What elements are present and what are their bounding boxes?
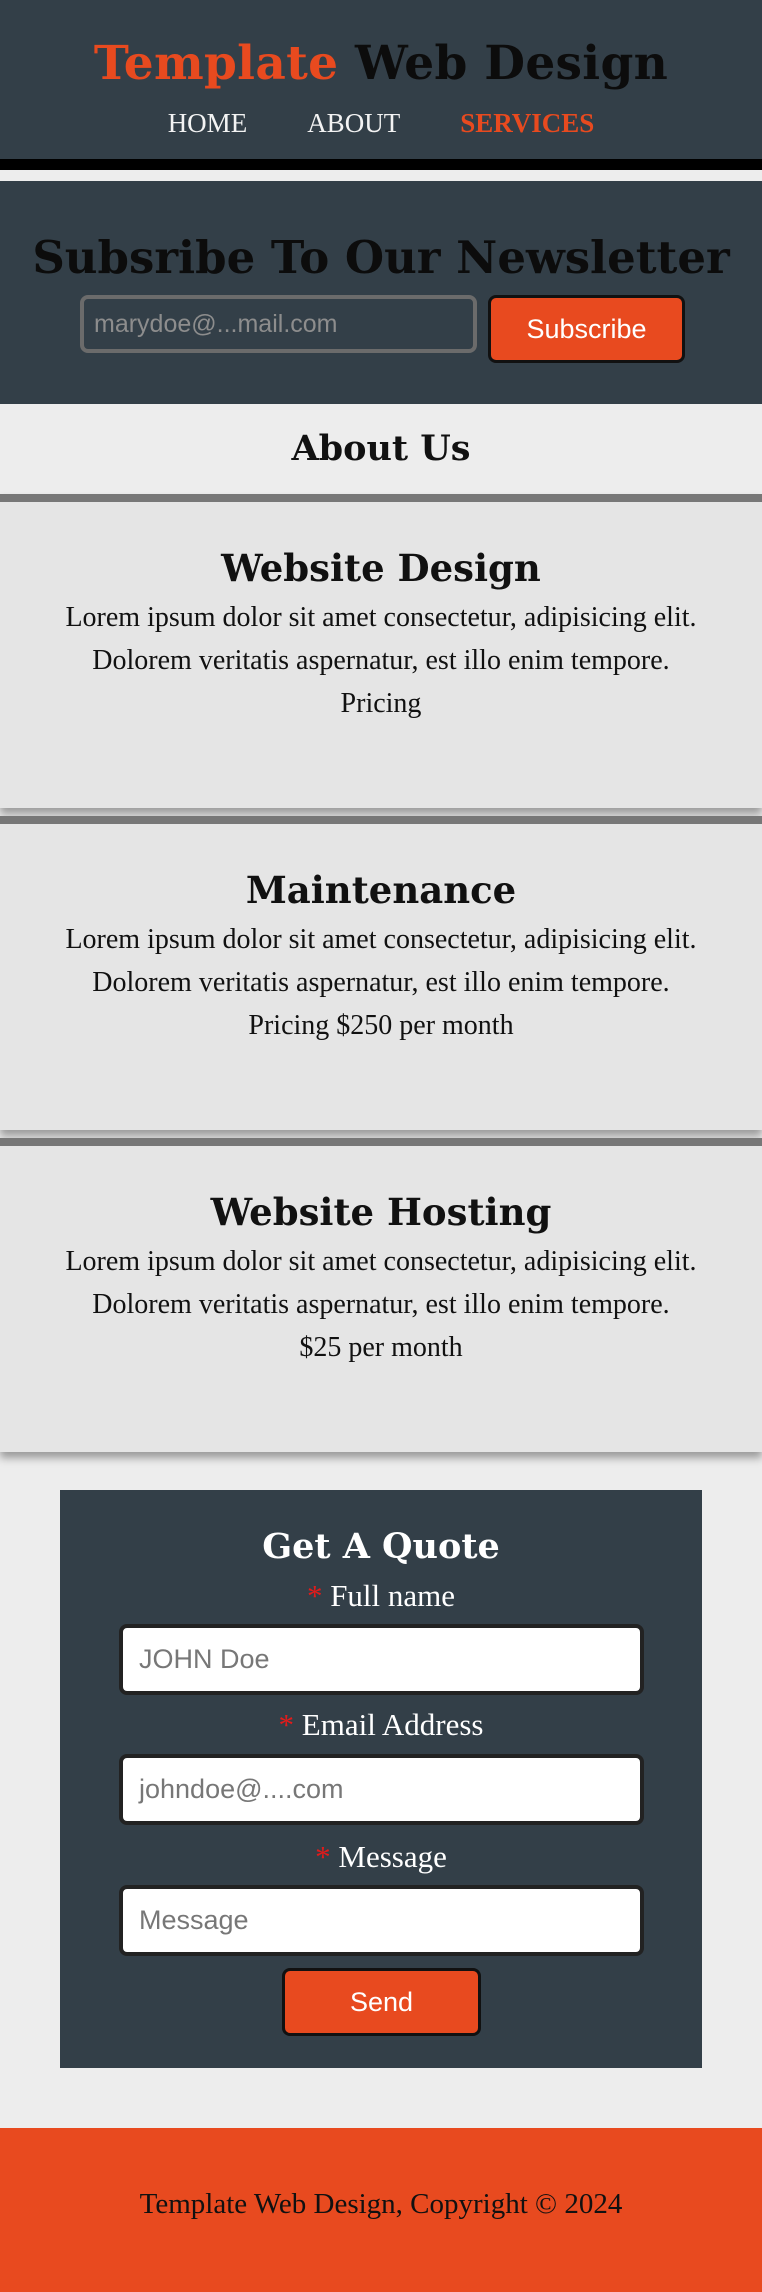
nav-home[interactable]: HOME — [167, 108, 248, 138]
required-mark: * — [278, 1707, 295, 1742]
subscribe-button[interactable]: Subscribe — [488, 295, 685, 363]
service-card-website-design: Website Design Lorem ipsum dolor sit ame… — [0, 494, 762, 808]
service-card-maintenance: Maintenance Lorem ipsum dolor sit amet c… — [0, 816, 762, 1130]
newsletter-section: Subsribe To Our Newsletter marydoe@...ma… — [0, 181, 762, 404]
newsletter-title: Subsribe To Our Newsletter — [32, 231, 730, 284]
service-card-website-hosting: Website Hosting Lorem ipsum dolor sit am… — [0, 1138, 762, 1452]
fullname-input[interactable]: JOHN Doe — [119, 1624, 644, 1695]
nav-about[interactable]: ABOUT — [307, 108, 401, 138]
nav-services[interactable]: SERVICES — [460, 108, 595, 138]
card-text: Lorem ipsum dolor sit amet consectetur, … — [65, 602, 697, 676]
card-text: Lorem ipsum dolor sit amet consectetur, … — [65, 1246, 697, 1320]
newsletter-email-input[interactable]: marydoe@...mail.com — [80, 295, 477, 353]
message-label-text: Message — [338, 1839, 447, 1874]
copyright-text: Template Web Design, Copyright © 2024 — [139, 2188, 623, 2220]
quote-title: Get A Quote — [262, 1526, 500, 1567]
card-price: $25 per month — [299, 1332, 463, 1363]
required-mark: * — [315, 1839, 331, 1874]
main-nav: HOME ABOUT SERVICES — [0, 108, 762, 139]
brand-part-template: Template — [93, 36, 339, 91]
email-label-text: Email Address — [301, 1707, 484, 1742]
site-header: Template Web Design HOME ABOUT SERVICES — [0, 0, 762, 170]
brand-part-web-design: Web Design — [354, 36, 669, 91]
card-price: Pricing $250 per month — [248, 1010, 514, 1041]
card-title: Website Design — [221, 546, 541, 590]
card-title: Website Hosting — [210, 1190, 552, 1234]
fullname-label-text: Full name — [330, 1578, 456, 1613]
about-title: About Us — [291, 428, 471, 469]
send-button[interactable]: Send — [282, 1968, 481, 2036]
email-input[interactable]: johndoe@....com — [119, 1754, 644, 1825]
card-price: Pricing — [340, 688, 422, 719]
email-label: * Email Address — [60, 1707, 702, 1743]
required-mark: * — [306, 1578, 323, 1613]
message-input[interactable]: Message — [119, 1885, 644, 1956]
fullname-label: * Full name — [60, 1578, 702, 1614]
card-title: Maintenance — [245, 868, 517, 912]
quote-form: Get A Quote * Full name JOHN Doe * Email… — [60, 1490, 702, 2068]
site-brand[interactable]: Template Web Design — [0, 36, 762, 91]
site-footer: Template Web Design, Copyright © 2024 — [0, 2128, 762, 2292]
card-text: Lorem ipsum dolor sit amet consectetur, … — [65, 924, 697, 998]
message-label: * Message — [60, 1839, 702, 1875]
